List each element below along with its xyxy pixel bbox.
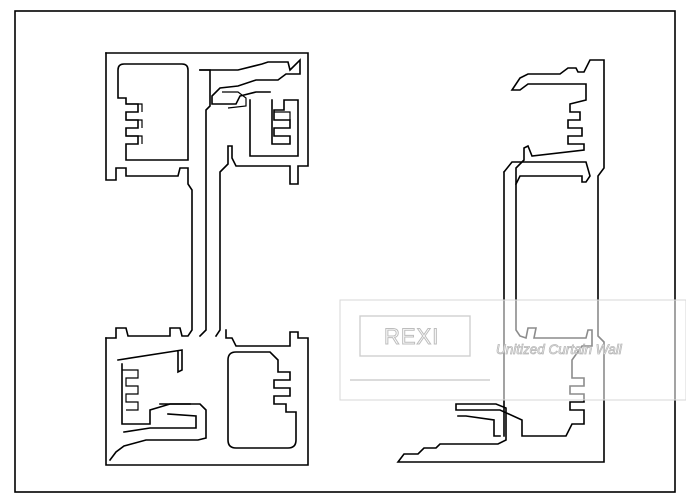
watermark-caption: Unitized Curtain Wall xyxy=(496,342,623,357)
watermark: REXI Unitized Curtain Wall xyxy=(339,299,686,401)
left-top-right-notch xyxy=(274,111,291,120)
left-bottom-right-chamber xyxy=(227,351,297,449)
right-profile-hook xyxy=(457,415,501,437)
left-top-chamber xyxy=(117,63,189,161)
left-top-notch xyxy=(126,103,143,144)
left-bottom-outer xyxy=(105,329,309,466)
left-profile-assembly xyxy=(105,52,309,466)
left-top-clip-hook xyxy=(222,91,247,109)
right-profile xyxy=(396,59,605,463)
watermark-logo-text: REXI xyxy=(384,324,439,349)
left-top-web-inner xyxy=(198,69,211,338)
left-top-outer xyxy=(105,52,193,339)
left-bottom-left-notch xyxy=(122,369,139,411)
drawing-frame xyxy=(14,10,676,493)
left-top-clip xyxy=(199,58,301,105)
left-top-right-chamber xyxy=(249,99,299,157)
left-bottom-clip xyxy=(108,403,207,462)
watermark-logo-frame xyxy=(359,315,471,357)
right-profile-outline xyxy=(396,59,605,463)
left-top-web xyxy=(105,52,309,338)
left-bottom-left-chamber xyxy=(117,349,191,425)
